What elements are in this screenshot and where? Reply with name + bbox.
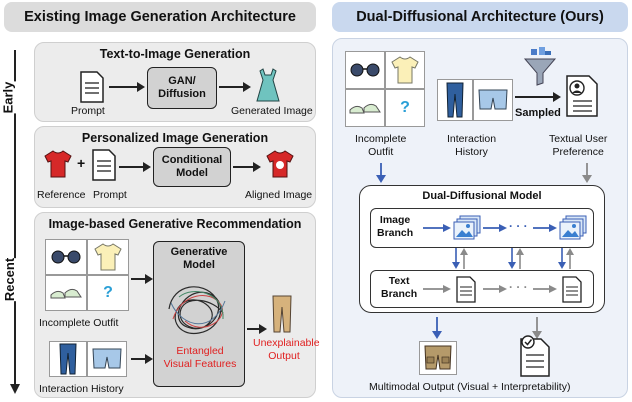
jeans-icon — [446, 82, 464, 118]
cross-branch-arrows — [558, 248, 574, 269]
blue-arrow — [533, 224, 557, 232]
gray-arrow — [483, 285, 507, 293]
missing-item-tile: ? — [87, 275, 129, 311]
output-shorts-tile — [419, 341, 457, 375]
entangled-features-label: Entangled Visual Features — [163, 345, 237, 371]
aligned-image-label: Aligned Image — [245, 189, 313, 201]
left-header: Existing Image Generation Architecture — [4, 2, 316, 32]
personalized-image-panel: Personalized Image Generation + Referenc… — [34, 126, 316, 208]
glasses-icon — [51, 250, 81, 264]
shorts-icon — [478, 89, 508, 110]
ellipsis: · · · — [509, 219, 528, 233]
image-stack-icon — [559, 215, 587, 240]
pants-icon — [272, 295, 292, 333]
outfit-tile-shoes — [45, 275, 87, 311]
history-jeans-tile — [437, 79, 473, 121]
blue-arrow-down — [376, 163, 386, 183]
incomplete-outfit-label: Incomplete Outfit — [355, 133, 407, 158]
blue-arrow-down — [432, 317, 442, 339]
cross-branch-arrows — [508, 248, 524, 269]
gray-arrow — [533, 285, 557, 293]
incomplete-outfit-label: Incomplete Outfit — [39, 317, 119, 329]
document-icon — [456, 276, 476, 303]
gray-arrow-down — [532, 317, 542, 339]
generative-model-title: Generative Model — [170, 246, 228, 272]
unexplainable-output-label: Unexplainable Output — [253, 337, 320, 363]
arrow-icon — [109, 82, 145, 92]
text-branch-label: Text Branch — [381, 275, 418, 300]
text-branch: Text Branch · · · — [370, 270, 594, 308]
reference-label: Reference — [37, 189, 86, 201]
history-jeans-tile — [49, 341, 87, 377]
outfit-tile-shirt — [385, 51, 425, 89]
panel-title: Image-based Generative Recommendation — [48, 217, 302, 231]
text-to-image-panel: Text-to-Image Generation Prompt GAN/ Dif… — [34, 42, 316, 122]
generated-image-label: Generated Image — [231, 105, 313, 117]
blue-arrow — [423, 224, 451, 232]
image-branch: Image Branch · · · — [370, 208, 594, 248]
dual-diffusional-model: Dual-Diffusional Model Image Branch · · … — [359, 185, 605, 313]
arrow-icon — [131, 354, 153, 364]
outfit-tile-shirt — [87, 239, 129, 275]
tangled-features-icon — [168, 286, 226, 335]
multimodal-output-label: Multimodal Output (Visual + Interpretabi… — [369, 381, 571, 393]
document-icon — [80, 71, 104, 103]
document-icon — [92, 149, 116, 181]
outfit-tile-glasses — [45, 239, 87, 275]
explanation-document-icon — [520, 335, 550, 377]
recent-label: Recent — [0, 257, 20, 302]
shoes-icon — [50, 288, 82, 299]
history-shorts-tile — [473, 79, 513, 121]
gray-arrow-down — [582, 163, 592, 183]
prompt-label: Prompt — [93, 189, 127, 201]
arrow-icon — [219, 82, 251, 92]
dress-icon — [256, 68, 280, 102]
prompt-label: Prompt — [71, 105, 105, 117]
panel-title: Personalized Image Generation — [81, 131, 269, 145]
image-stack-icon — [453, 215, 481, 240]
missing-item-tile: ? — [385, 89, 425, 127]
dual-diffusional-panel: ? Incomplete Outfit Interaction History … — [332, 38, 628, 398]
user-profile-document-icon — [566, 75, 598, 117]
tshirt-icon — [44, 150, 72, 178]
shorts-icon — [92, 348, 122, 369]
aligned-tshirt-icon — [266, 150, 294, 178]
funnel-filter-icon — [523, 47, 557, 86]
generative-model-box: Generative Model — [153, 241, 245, 387]
plus-sign: + — [77, 155, 86, 171]
shirt-icon — [391, 56, 419, 84]
arrow-icon — [233, 162, 261, 172]
gan-diffusion-box: GAN/ Diffusion — [147, 67, 217, 109]
arrow-icon — [119, 162, 151, 172]
blue-arrow — [483, 224, 507, 232]
outfit-tile-glasses — [345, 51, 385, 89]
shoes-icon — [349, 103, 381, 114]
image-branch-label: Image Branch — [377, 214, 414, 239]
interaction-history-label: Interaction History — [39, 383, 124, 395]
jeans-icon — [59, 343, 77, 375]
early-label: Early — [0, 81, 18, 114]
cargo-shorts-icon — [424, 345, 452, 370]
sampled-label: Sampled — [515, 107, 561, 119]
cross-branch-arrows — [452, 248, 468, 269]
arrow-icon — [131, 274, 153, 284]
outfit-tile-shoes — [345, 89, 385, 127]
shirt-icon — [94, 243, 122, 271]
arrow-icon — [515, 92, 561, 102]
arrow-icon — [247, 324, 267, 334]
glasses-icon — [350, 63, 380, 77]
panel-title: Text-to-Image Generation — [99, 47, 251, 61]
document-icon — [562, 276, 582, 303]
generative-recommendation-panel: Image-based Generative Recommendation ? … — [34, 212, 320, 398]
interaction-history-label: Interaction History — [447, 133, 497, 158]
history-shorts-tile — [87, 341, 127, 377]
right-header: Dual-Diffusional Architecture (Ours) — [332, 2, 628, 32]
conditional-model-box: Conditional Model — [153, 147, 231, 187]
ellipsis: · · · — [509, 280, 528, 294]
gray-arrow — [423, 285, 451, 293]
model-title: Dual-Diffusional Model — [422, 190, 542, 202]
textual-preference-label: Textual User Preference — [549, 133, 608, 158]
